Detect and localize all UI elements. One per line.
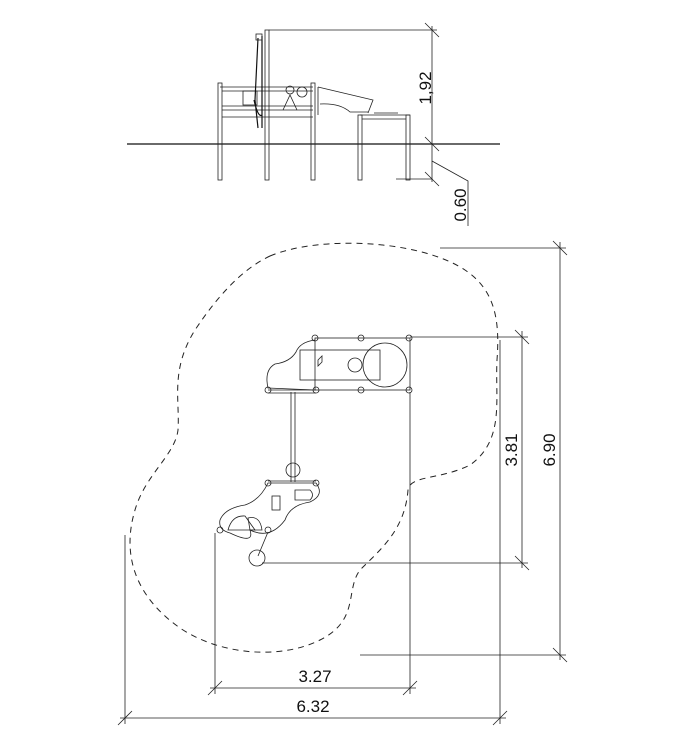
low-platform bbox=[360, 112, 410, 120]
depth-label: 0.60 bbox=[451, 188, 470, 221]
dim-3-27: 3.27 bbox=[207, 392, 418, 696]
equipment-depth-label: 3.81 bbox=[502, 433, 521, 466]
dim-6-90: 6.90 bbox=[360, 240, 568, 663]
rope-ladder bbox=[253, 33, 263, 129]
posts bbox=[217, 29, 411, 181]
dim-3-81: 3.81 bbox=[262, 329, 530, 571]
safety-zone-outline bbox=[129, 242, 499, 653]
plan-view: 6.90 3.81 3.27 6.32 bbox=[117, 240, 568, 726]
height-label: 1,92 bbox=[416, 71, 435, 104]
depth-dimension: 0.60 bbox=[431, 160, 470, 226]
area-width-label: 6.32 bbox=[296, 697, 329, 716]
slide bbox=[317, 86, 374, 115]
bridge bbox=[285, 392, 301, 482]
area-depth-label: 6.90 bbox=[540, 433, 559, 466]
equipment-width-label: 3.27 bbox=[298, 667, 331, 686]
upper-deck bbox=[264, 334, 413, 394]
elevation-view: 1,92 0.60 bbox=[127, 22, 500, 226]
deck bbox=[220, 85, 313, 118]
lower-deck bbox=[216, 479, 320, 567]
height-dimension: 1,92 bbox=[269, 22, 440, 187]
dim-6-32: 6.32 bbox=[117, 340, 508, 726]
